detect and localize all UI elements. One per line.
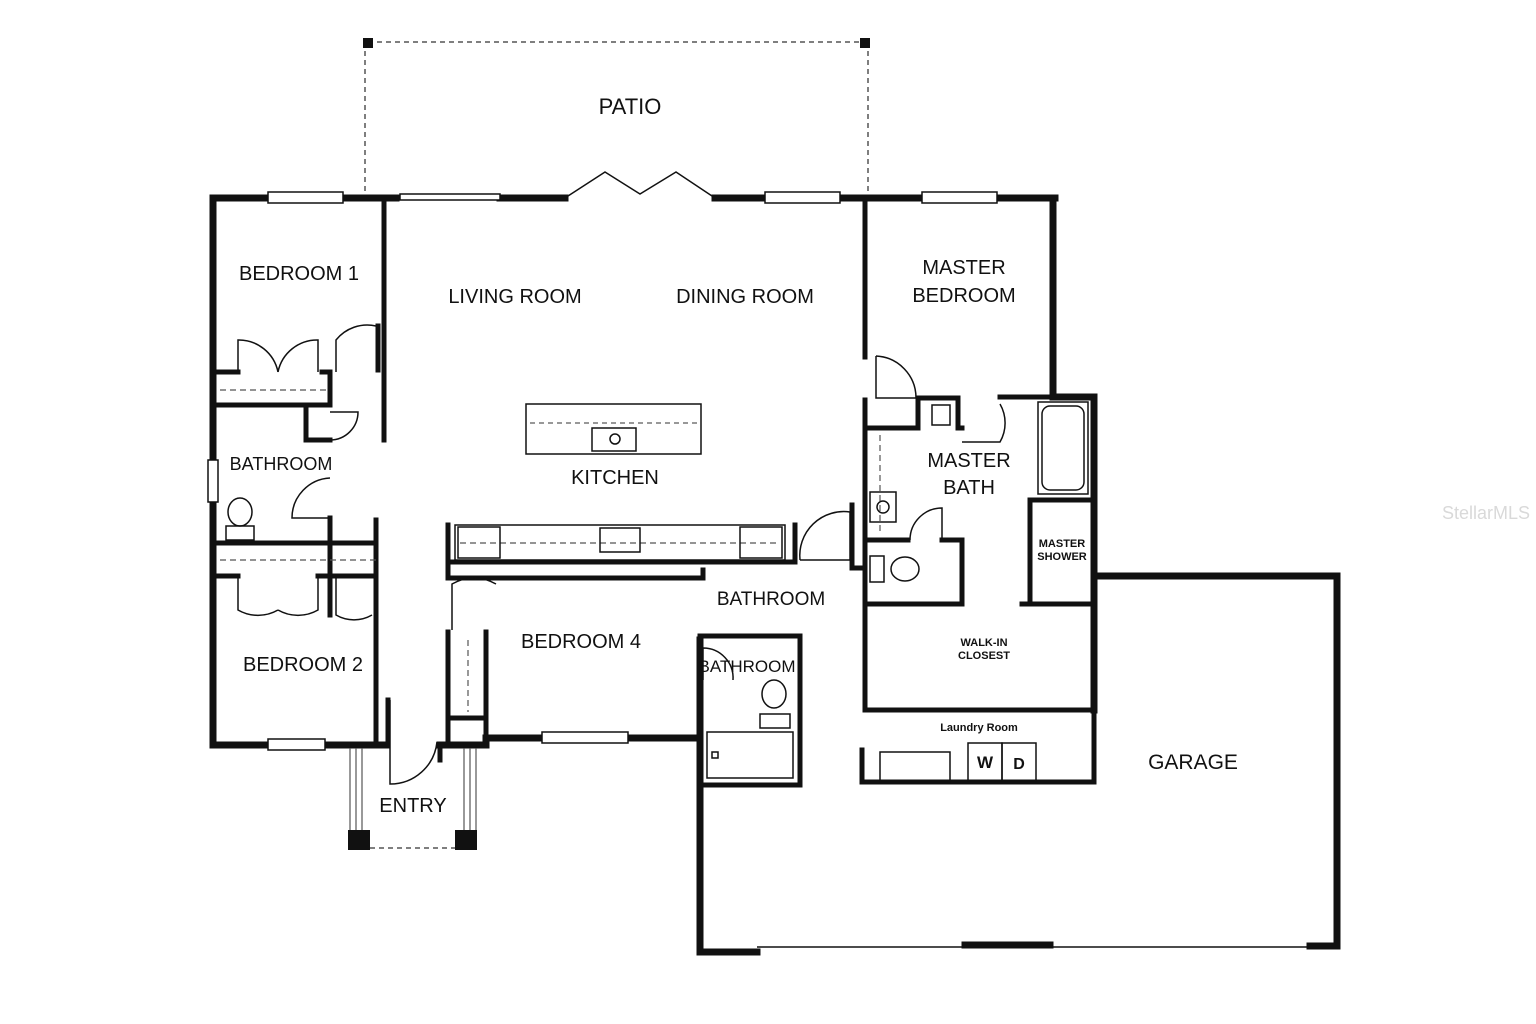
label-laundry: Laundry Room: [940, 722, 1018, 734]
label-master-shower-line2: SHOWER: [1037, 551, 1087, 563]
label-master-bedroom-line1: MASTER: [922, 257, 1005, 279]
label-patio: PATIO: [599, 94, 662, 119]
label-walkin-line1: WALK-IN: [960, 637, 1007, 649]
kitchen-counter: [454, 524, 786, 561]
label-washer: W: [977, 753, 994, 772]
label-bedroom1: BEDROOM 1: [239, 263, 359, 285]
label-living-room: LIVING ROOM: [448, 286, 581, 308]
label-master-bedroom-line2: BEDROOM: [912, 285, 1015, 307]
interior-walls: [213, 195, 1097, 788]
patio-door: [567, 171, 713, 197]
label-dryer: D: [1013, 756, 1025, 773]
label-master-bath-line1: MASTER: [927, 450, 1010, 472]
entry-porch: [348, 748, 477, 850]
label-master-shower-line1: MASTER: [1039, 538, 1086, 550]
label-dining-room: DINING ROOM: [676, 286, 814, 308]
windows: [207, 191, 998, 751]
label-entry: ENTRY: [379, 795, 446, 817]
door-swings: [237, 324, 1006, 785]
patio-outline: [364, 41, 869, 196]
label-master-bath-line2: BATH: [943, 477, 995, 499]
label-walkin-line2: CLOSEST: [958, 650, 1010, 662]
label-bathroom-center: BATHROOM: [717, 589, 825, 610]
label-garage: GARAGE: [1148, 751, 1238, 774]
kitchen-island: [525, 403, 702, 455]
exterior-walls: [209, 194, 1341, 956]
closet-shelves: [220, 389, 881, 712]
watermark: StellarMLS: [1442, 503, 1530, 523]
label-bathroom-small: BATHROOM: [699, 657, 796, 676]
label-bedroom2: BEDROOM 2: [243, 654, 363, 676]
label-bedroom4: BEDROOM 4: [521, 631, 641, 653]
label-kitchen: KITCHEN: [571, 467, 659, 489]
label-bathroom-left: BATHROOM: [230, 454, 333, 474]
fixtures: [225, 401, 1089, 783]
